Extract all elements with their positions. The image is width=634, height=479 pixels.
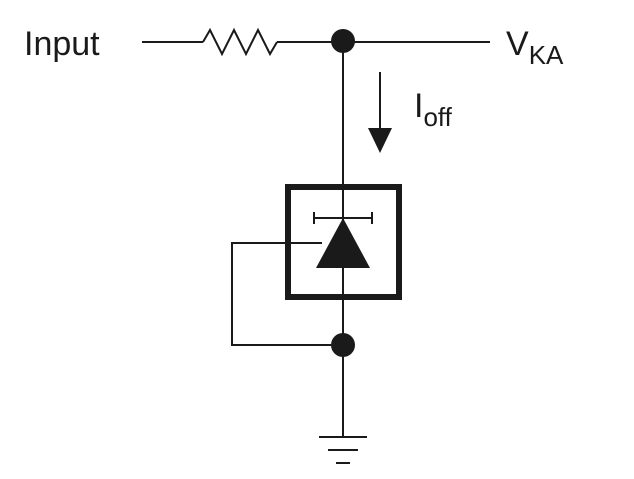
resistor-icon [202, 27, 278, 57]
ioff-label: Ioff [414, 87, 453, 132]
vka-main: V [506, 25, 529, 63]
vka-label: VKA [506, 25, 564, 70]
reference-wire [231, 242, 343, 346]
ioff-main: I [414, 87, 423, 125]
input-label: Input [24, 25, 100, 63]
arrow-down-icon [368, 72, 392, 153]
vka-subscript: KA [529, 40, 564, 70]
bottom-node-dot [331, 333, 355, 357]
ground-icon [319, 436, 367, 464]
ioff-subscript: off [423, 102, 452, 132]
